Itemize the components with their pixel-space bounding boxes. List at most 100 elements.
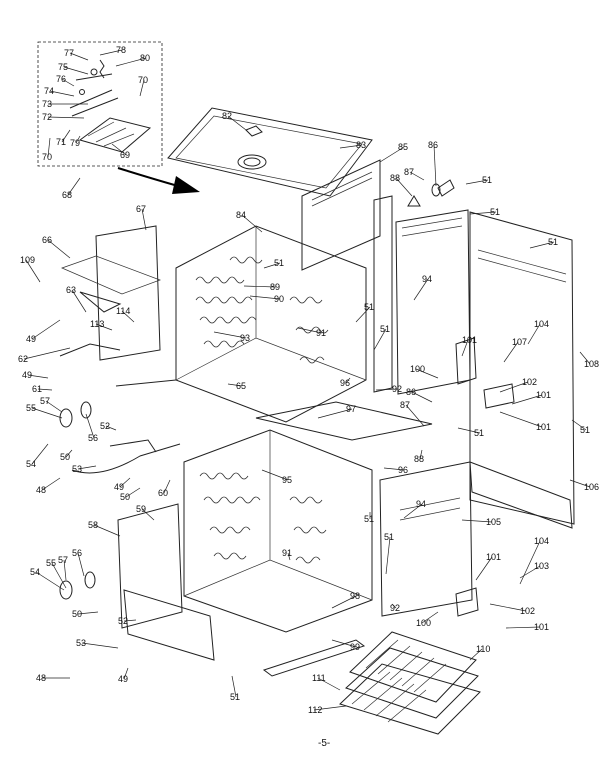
part-callout-label: 100 bbox=[416, 618, 431, 628]
callout-leader-line bbox=[115, 57, 147, 67]
callout-leader-line bbox=[385, 536, 391, 575]
part-callout-label: 53 bbox=[76, 638, 86, 648]
part-callout-label: 65 bbox=[236, 381, 246, 391]
callout-leader-line bbox=[81, 642, 119, 649]
part-callout-label: 110 bbox=[476, 644, 490, 654]
part-callout-label: 68 bbox=[62, 190, 72, 200]
callout-leader-line bbox=[243, 285, 277, 288]
part-callout-label: 70 bbox=[138, 75, 148, 85]
callout-leader-line bbox=[475, 556, 493, 581]
part-callout-label: 96 bbox=[398, 465, 408, 475]
part-callout-label: 101 bbox=[462, 335, 477, 345]
part-callout-label: 79 bbox=[70, 138, 80, 148]
callout-leader-line bbox=[65, 449, 73, 458]
callout-leader-line bbox=[95, 323, 113, 331]
callout-leader-line bbox=[121, 310, 135, 323]
latch-pin bbox=[79, 89, 85, 95]
callout-leader-line bbox=[527, 323, 541, 345]
latch-spring bbox=[90, 68, 98, 76]
part-callout-label: 82 bbox=[222, 111, 232, 121]
broiler-pan-assembly bbox=[339, 631, 481, 735]
callout-leader-line bbox=[519, 540, 541, 585]
callout-leader-line bbox=[499, 381, 529, 393]
part-callout-label: 101 bbox=[534, 622, 549, 632]
part-callout-label: 89 bbox=[270, 282, 280, 292]
callout-leader-line bbox=[47, 116, 85, 119]
part-callout-label: 67 bbox=[136, 204, 146, 214]
callout-leader-line bbox=[415, 368, 439, 379]
callout-leader-line bbox=[263, 262, 281, 269]
part-callout-label: 105 bbox=[486, 517, 501, 527]
callout-leader-line bbox=[163, 479, 171, 494]
part-callout-label: 51 bbox=[274, 258, 284, 268]
part-callout-label: 80 bbox=[140, 53, 150, 63]
part-callout-label: 92 bbox=[390, 603, 400, 613]
upper-oven-cavity bbox=[61, 225, 367, 423]
callout-leader-line bbox=[461, 339, 469, 357]
part-callout-label: 87 bbox=[400, 400, 410, 410]
callout-leader-line bbox=[35, 571, 65, 591]
part-callout-label: 49 bbox=[26, 334, 36, 344]
callout-leader-line bbox=[31, 443, 49, 465]
part-callout-label: 55 bbox=[26, 403, 36, 413]
callout-leader-line bbox=[123, 667, 129, 680]
part-callout-label: 78 bbox=[116, 45, 126, 55]
callout-leader-line bbox=[93, 524, 121, 537]
callout-leader-line bbox=[331, 595, 357, 609]
callout-leader-line bbox=[213, 331, 247, 339]
element-wires bbox=[59, 343, 181, 474]
part-callout-label: 104 bbox=[534, 536, 549, 546]
callout-leader-line bbox=[461, 519, 493, 523]
callout-leader-line bbox=[63, 66, 89, 75]
callout-leader-line bbox=[489, 603, 527, 612]
part-callout-label: 51 bbox=[482, 175, 492, 185]
part-callout-label: 112 bbox=[308, 705, 322, 715]
part-callout-label: 76 bbox=[56, 74, 66, 84]
latch-clip bbox=[99, 59, 105, 79]
part-callout-label: 113 bbox=[90, 319, 104, 329]
part-callout-label: 50 bbox=[60, 452, 70, 462]
part-callout-label: 49 bbox=[118, 674, 128, 684]
callout-leader-line bbox=[457, 427, 481, 434]
callout-leader-line bbox=[77, 465, 97, 470]
part-callout-label: 48 bbox=[36, 673, 46, 683]
part-callout-label: 57 bbox=[58, 555, 68, 565]
callout-leader-line bbox=[505, 626, 541, 629]
callout-leader-line bbox=[433, 144, 437, 187]
part-callout-label: 55 bbox=[46, 558, 56, 568]
bottom-trim bbox=[262, 639, 366, 677]
callout-leader-line bbox=[317, 677, 341, 691]
part-callout-label: 88 bbox=[414, 454, 424, 464]
part-callout-label: 102 bbox=[522, 377, 537, 387]
part-callout-label: 101 bbox=[536, 390, 551, 400]
callout-leader-line bbox=[411, 391, 433, 403]
part-callout-label: 98 bbox=[350, 591, 360, 601]
part-callout-label: 70 bbox=[42, 152, 52, 162]
inset-latch-assembly bbox=[37, 41, 163, 167]
callout-leader-line bbox=[61, 78, 75, 87]
callout-leader-line bbox=[469, 211, 497, 215]
callout-leader-line bbox=[355, 306, 371, 323]
callout-leader-line bbox=[403, 503, 423, 519]
part-callout-label: 95 bbox=[282, 475, 292, 485]
middle-panel bbox=[255, 401, 433, 441]
part-callout-label: 59 bbox=[136, 504, 146, 514]
control-knobs bbox=[59, 401, 96, 600]
callout-leader-line bbox=[331, 639, 357, 648]
part-callout-label: 49 bbox=[114, 482, 124, 492]
callout-leader-line bbox=[227, 383, 243, 387]
callout-leader-line bbox=[499, 411, 543, 428]
callout-leader-line bbox=[63, 559, 67, 581]
part-callout-label: 51 bbox=[384, 532, 394, 542]
part-callout-label: 97 bbox=[346, 404, 356, 414]
callout-leader-line bbox=[373, 328, 387, 351]
upper-frame bbox=[301, 159, 575, 525]
part-callout-label: 51 bbox=[580, 425, 590, 435]
part-callout-label: 96 bbox=[340, 378, 350, 388]
part-callout-label: 63 bbox=[66, 285, 76, 295]
part-callout-label: 66 bbox=[42, 235, 52, 245]
part-callout-label: 52 bbox=[118, 616, 128, 626]
part-callout-label: 86 bbox=[428, 140, 438, 150]
part-callout-label: 69 bbox=[120, 150, 130, 160]
lower-insulation bbox=[199, 472, 327, 564]
